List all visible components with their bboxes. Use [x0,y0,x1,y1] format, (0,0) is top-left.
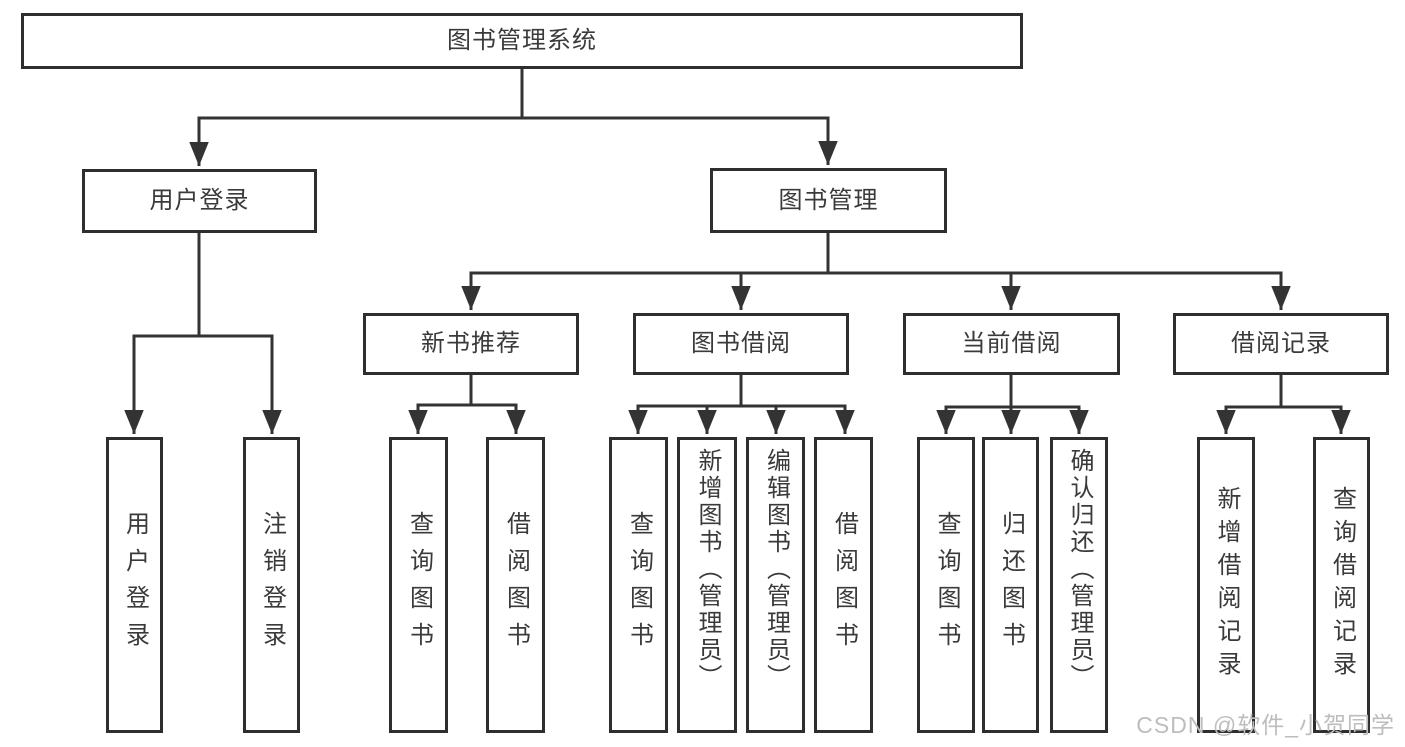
leaf-return-books: 归还图书 [982,437,1039,733]
leaf-edit-book-admin: 编辑图书（管理员） [746,437,805,733]
leaf-query-books-recommend: 查询图书 [389,437,448,733]
leaf-query-borrow-record: 查询借阅记录 [1313,437,1370,733]
leaf-borrow-books-recommend: 借阅图书 [486,437,545,733]
leaf-add-book-admin: 新增图书（管理员） [677,437,737,733]
leaf-borrow-books: 借阅图书 [814,437,873,733]
node-root: 图书管理系统 [21,13,1023,69]
node-new-book-recommend: 新书推荐 [363,313,579,375]
leaf-logout: 注销登录 [243,437,300,733]
leaf-query-books-current: 查询图书 [917,437,975,733]
node-borrowing-records: 借阅记录 [1173,313,1389,375]
leaf-query-books-borrowing: 查询图书 [609,437,668,733]
leaf-user-login: 用户登录 [106,437,163,733]
node-user-login: 用户登录 [82,169,317,233]
node-book-management: 图书管理 [710,168,947,233]
node-book-borrowing: 图书借阅 [633,313,849,375]
leaf-add-borrow-record: 新增借阅记录 [1197,437,1255,733]
node-current-borrowing: 当前借阅 [903,313,1120,375]
watermark-text: CSDN @软件_小贺同学 [1136,712,1395,738]
leaf-confirm-return-admin: 确认归还（管理员） [1050,437,1108,733]
